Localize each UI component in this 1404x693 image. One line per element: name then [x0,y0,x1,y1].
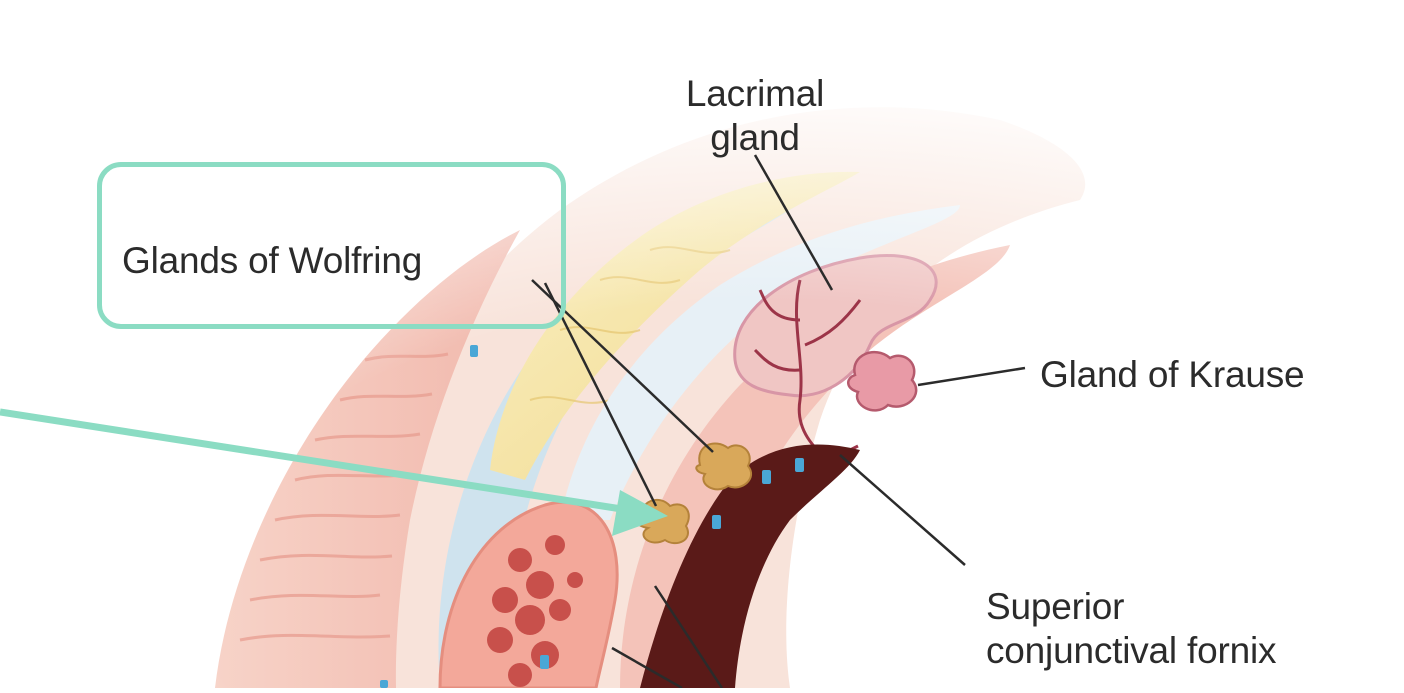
leader-fornix [839,454,966,566]
leader-lower-2 [611,646,683,690]
leader-lower-1 [653,585,724,689]
label-lacrimal-line1: Lacrimal [685,73,825,114]
leader-krause-1 [917,366,1026,387]
annotation-arrow [0,408,668,536]
leader-lacrimal [753,154,834,291]
label-fornix-line2: conjunctival fornix [986,630,1277,671]
label-fornix-line1: Superior [986,586,1125,627]
label-lacrimal-line2: gland [710,117,800,158]
label-lacrimal-gland: Lacrimal gland [660,72,850,160]
label-superior-conjunctival-fornix: Superior conjunctival fornix [986,585,1276,673]
arrow-head [612,490,668,536]
label-gland-of-krause: Gland of Krause [1040,354,1305,395]
label-glands-of-wolfring: Glands of Wolfring [122,240,423,281]
